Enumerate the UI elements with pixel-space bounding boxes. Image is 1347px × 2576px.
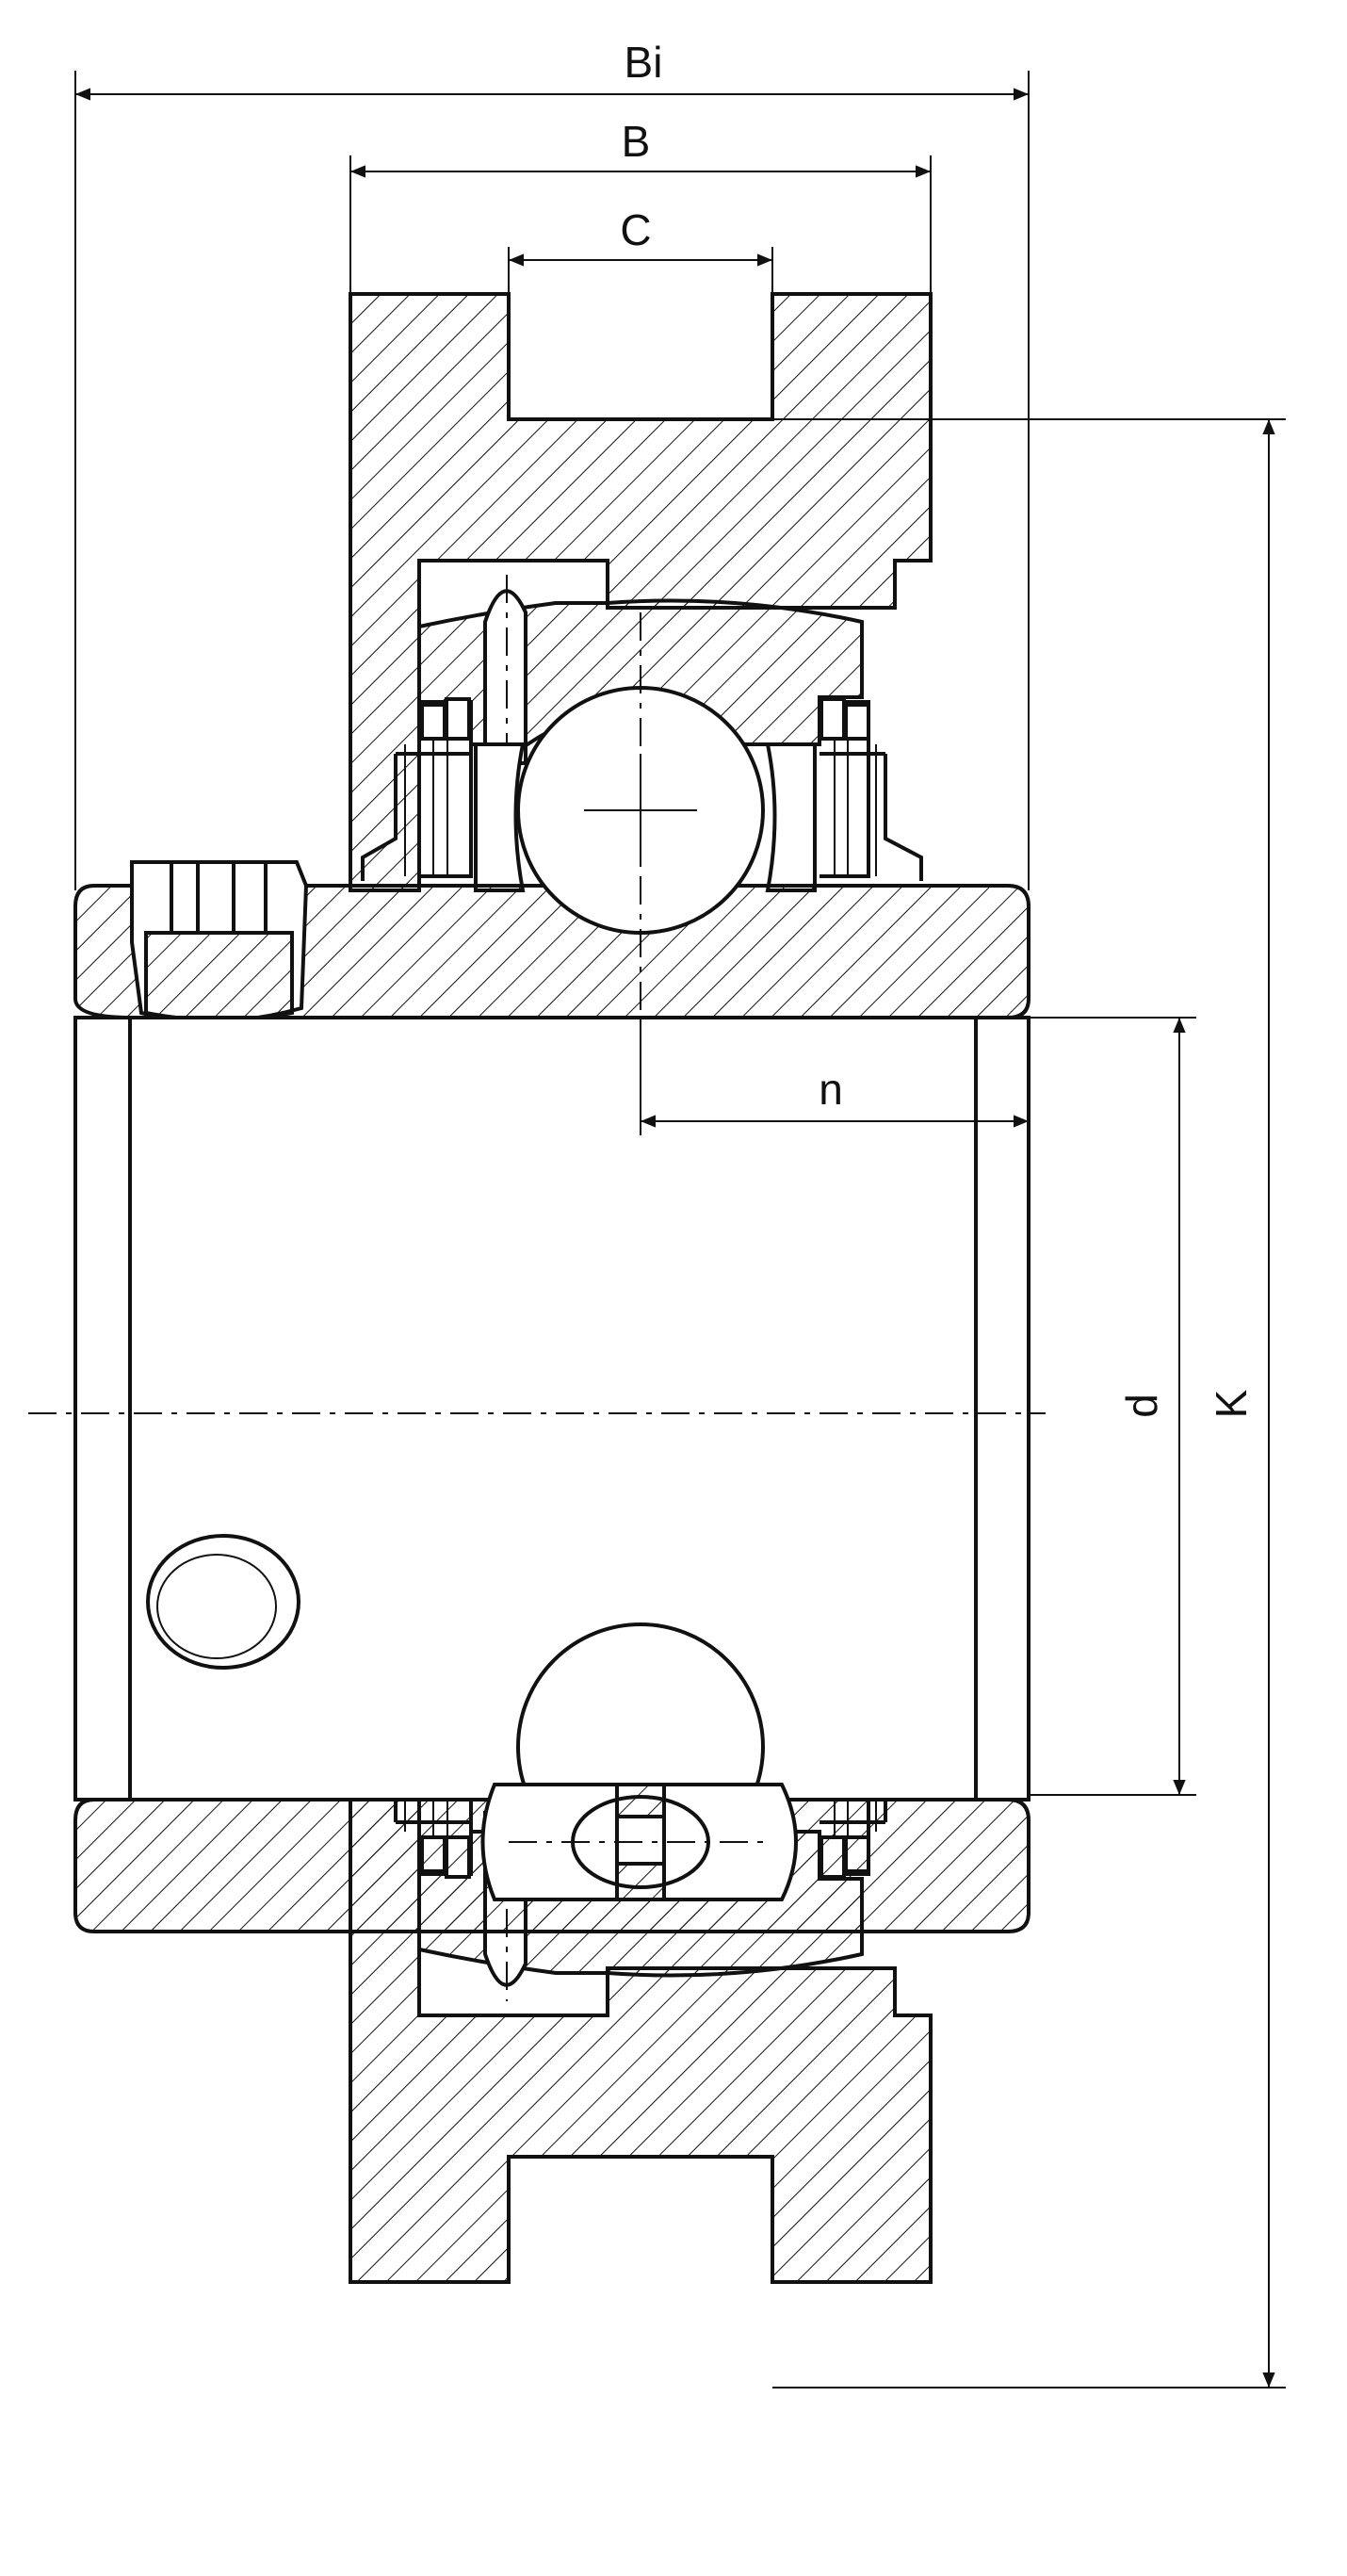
dim-b: B — [349, 117, 932, 294]
dim-c: C — [508, 205, 773, 294]
ball-bottom — [480, 1622, 798, 1901]
dim-label-b: B — [622, 117, 651, 166]
dim-label-k: K — [1207, 1389, 1256, 1418]
inner-ring-top — [73, 860, 1031, 1023]
dim-k: K — [772, 418, 1286, 2389]
seal-top-right — [820, 697, 923, 881]
dim-label-c: C — [620, 205, 651, 254]
dim-label-n: n — [819, 1065, 843, 1114]
dim-bi: Bi — [74, 38, 1030, 890]
cage-top — [474, 742, 817, 892]
seal-top-left — [361, 697, 473, 881]
dim-label-d: d — [1117, 1394, 1166, 1418]
dim-d: d — [1029, 1017, 1196, 1796]
dim-label-bi: Bi — [625, 38, 663, 87]
dim-n: n — [640, 1018, 1029, 1135]
